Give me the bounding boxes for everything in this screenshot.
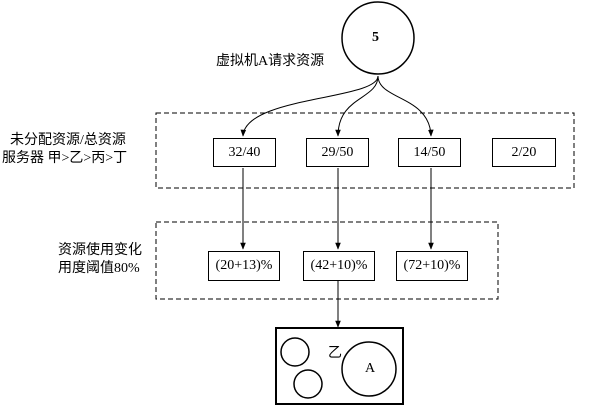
- top-node-value: 5: [372, 30, 379, 45]
- group2-label-line2: 用度阈值80%: [58, 261, 140, 276]
- arrow-to-box-3: [377, 75, 434, 137]
- group2-frame: [155, 221, 499, 300]
- server-small-circle-1: [280, 337, 310, 367]
- request-label: 虚拟机A请求资源: [216, 54, 325, 69]
- group1-label-line2: 服务器 甲>乙>丙>丁: [2, 151, 128, 166]
- usage-box-3: (72+10)%: [396, 251, 468, 281]
- usage-box-2: (42+10)%: [303, 251, 375, 281]
- capacity-box-1: 32/40: [213, 138, 276, 167]
- arrow-to-box-1: [240, 75, 379, 137]
- group1-frame: [155, 112, 575, 189]
- top-node-circle: [341, 1, 415, 75]
- server-small-circle-2: [293, 369, 323, 399]
- server-vm-circle: [341, 341, 397, 397]
- group2-label-line1: 资源使用变化: [58, 243, 142, 258]
- capacity-box-2: 29/50: [306, 138, 369, 167]
- capacity-box-3: 14/50: [398, 138, 461, 167]
- server-vm-label: A: [365, 361, 376, 376]
- group1-label-line1: 未分配资源/总资源: [10, 133, 126, 148]
- arrow-to-box-2: [335, 75, 379, 137]
- server-name: 乙: [328, 346, 342, 361]
- usage-box-1: (20+13)%: [208, 251, 280, 281]
- capacity-box-4: 2/20: [492, 138, 556, 167]
